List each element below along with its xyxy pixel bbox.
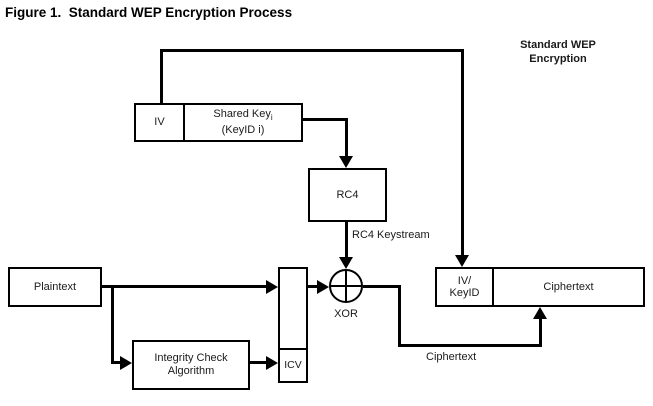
ivkeyid-label-line1: IV/ xyxy=(457,275,472,287)
icv-label: ICV xyxy=(284,359,302,371)
arrowhead-into-ciphertext xyxy=(533,307,547,319)
connector-branch-down xyxy=(111,285,114,364)
output-frame-box: IV/ KeyID Ciphertext xyxy=(435,267,645,307)
sharedkey-label: Shared Keyi xyxy=(213,107,273,123)
ivkeyid-label-line2: KeyID xyxy=(449,287,480,299)
xor-node xyxy=(329,269,363,303)
iv-cell: IV xyxy=(136,105,185,140)
ciphertext-cell: Ciphertext xyxy=(494,269,643,305)
arrowhead-into-column-top xyxy=(266,280,278,294)
icv-cell: ICV xyxy=(280,348,306,381)
connector-xorout-down xyxy=(398,285,401,347)
sharedkey-cell: Shared Keyi (KeyID i) xyxy=(185,105,301,140)
arrowhead-into-xor-left xyxy=(317,280,329,294)
iv-sharedkey-box: IV Shared Keyi (KeyID i) xyxy=(134,103,303,142)
arrowhead-into-rc4 xyxy=(339,156,353,168)
connector-rc4-down xyxy=(345,222,348,257)
ciphertext-flow-label: Ciphertext xyxy=(426,351,477,363)
caption-line2: Encryption xyxy=(529,53,587,65)
payload-cell xyxy=(280,269,306,348)
figure-title: Figure 1. Standard WEP Encryption Proces… xyxy=(5,5,293,20)
connector-branch-right xyxy=(111,361,120,364)
rc4-keystream-label: RC4 Keystream xyxy=(352,229,430,241)
payload-icv-column: ICV xyxy=(278,267,308,383)
plaintext-label: Plaintext xyxy=(33,280,77,293)
xor-label: XOR xyxy=(334,308,358,320)
rc4-label: RC4 xyxy=(336,188,359,201)
connector-integrity-out xyxy=(250,361,266,364)
arrowhead-into-ivkeyid xyxy=(455,255,469,267)
connector-column-to-xor xyxy=(308,285,318,288)
diagram-caption: Standard WEP Encryption xyxy=(498,38,618,66)
integrity-check-box: Integrity Check Algorithm xyxy=(132,340,250,390)
xor-crosshair-vertical xyxy=(345,271,347,301)
ivkeyid-cell: IV/ KeyID xyxy=(437,269,494,305)
integrity-label-line2: Algorithm xyxy=(167,365,215,377)
plaintext-box: Plaintext xyxy=(8,267,102,307)
connector-sharedkey-down xyxy=(345,118,348,156)
connector-sharedkey-out xyxy=(303,118,348,121)
connector-top-horizontal xyxy=(160,49,464,52)
arrowhead-into-icv xyxy=(266,356,278,370)
rc4-box: RC4 xyxy=(308,168,387,222)
connector-plaintext-out xyxy=(102,285,266,288)
sharedkey-keyid-label: (KeyID i) xyxy=(221,124,265,137)
connector-right-down xyxy=(461,49,464,256)
iv-label: IV xyxy=(154,116,165,128)
arrowhead-into-integrity xyxy=(120,356,132,370)
integrity-label-line1: Integrity Check xyxy=(154,352,228,364)
connector-xorout-up xyxy=(539,318,542,347)
ciphertext-cell-label: Ciphertext xyxy=(543,280,594,293)
connector-xor-out xyxy=(363,285,401,288)
sharedkey-subscript: i xyxy=(270,113,273,123)
connector-xorout-across xyxy=(398,344,542,347)
arrowhead-into-xor-top xyxy=(339,257,353,269)
caption-line1: Standard WEP xyxy=(520,39,596,51)
connector-iv-up xyxy=(160,49,163,105)
